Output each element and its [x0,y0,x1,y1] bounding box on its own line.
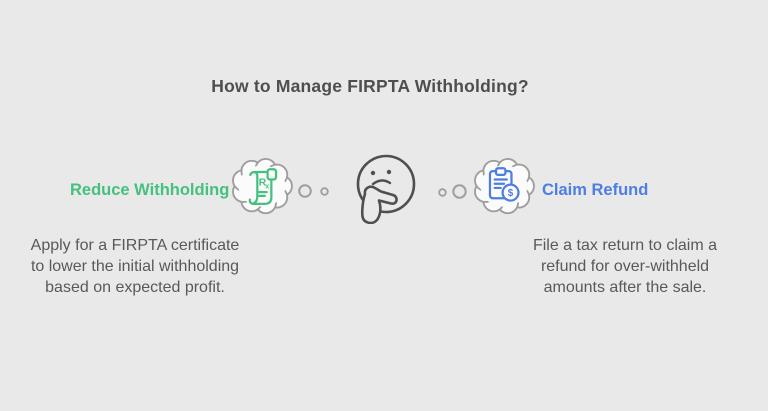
svg-text:x: x [265,183,269,190]
description-line: amounts after the sale. [543,279,707,296]
description-line: to lower the initial withholding [30,258,240,275]
eye-left [370,170,376,176]
thought-dot-right-large [452,184,467,199]
thought-dot-right-small [438,188,447,197]
frown-mouth [371,179,392,186]
svg-text:R: R [259,178,267,189]
claim-refund-label: Claim Refund [542,181,649,199]
refund-clipboard-dollar-icon: $ [488,167,520,202]
reduce-withholding-label: Reduce Withholding [70,181,230,199]
reduce-withholding-description: Apply for a FIRPTA certificate to lower … [7,235,263,298]
eye-right [386,169,392,175]
description-line: File a tax return to claim a [532,237,718,254]
description-line: based on expected profit. [45,279,225,296]
thinking-hand [360,185,398,224]
svg-text:$: $ [508,188,514,199]
thought-bubble-left: R x [232,158,293,215]
thought-dot-left-large [298,184,312,198]
thought-dot-left-small [320,187,329,196]
claim-refund-description: File a tax return to claim a refund for … [497,235,753,298]
description-line: Apply for a FIRPTA certificate [30,237,240,254]
thinking-face-icon [356,154,416,224]
prescription-certificate-icon: R x [248,168,278,205]
thought-bubble-right: $ [474,158,535,215]
description-line: refund for over-withheld [540,258,710,275]
page-title: How to Manage FIRPTA Withholding? [211,76,529,96]
